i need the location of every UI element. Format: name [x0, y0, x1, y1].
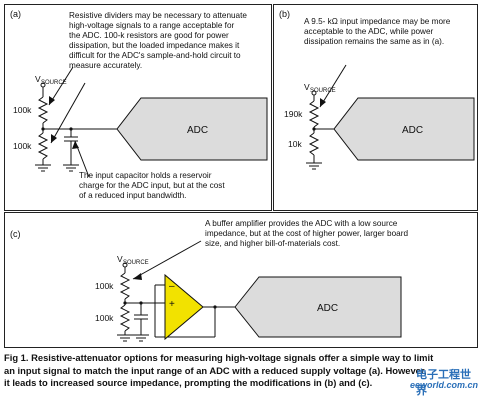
resistor-label-bottom: 100k	[13, 141, 32, 151]
panel-b-label: (b)	[279, 9, 290, 19]
source-label-sub: SOURCE	[310, 88, 336, 94]
resistor-label-bottom: 100k	[95, 313, 114, 323]
adc-label: ADC	[187, 125, 208, 136]
panel-c: (c) A buffer amplifier provides the ADC …	[4, 212, 478, 348]
panel-a-label: (a)	[10, 9, 21, 19]
resistor-label-bottom: 10k	[288, 139, 302, 149]
ground-icon	[63, 164, 79, 172]
source-label: V	[117, 254, 123, 264]
panel-b: (b) A 9.5- kΩ input impedance may be mor…	[273, 4, 478, 211]
ground-icon	[117, 334, 133, 342]
ground-icon	[133, 334, 149, 342]
adc-block	[333, 97, 475, 161]
resistor-label-top: 100k	[95, 281, 114, 291]
figure-caption: Fig 1. Resistive-attenuator options for …	[4, 352, 434, 388]
adc-block	[234, 276, 402, 338]
ground-icon	[35, 164, 51, 172]
panel-b-circuit: V SOURCE 190k 10k ADC	[284, 64, 475, 170]
watermark-logo: 电子工程世界	[416, 369, 471, 397]
amp-plus-label: +	[169, 299, 175, 310]
ground-icon	[306, 162, 322, 170]
source-label-sub: SOURCE	[123, 260, 149, 266]
resistor-label-top: 100k	[13, 105, 32, 115]
resistor-label-top: 190k	[284, 109, 303, 119]
panel-c-circuit: – + V SOURCE 100k 100k ADC	[95, 240, 402, 342]
panel-a-note-bottom: The input capacitor holds a reservoir ch…	[79, 171, 225, 200]
source-label: V	[35, 74, 41, 84]
source-label: V	[304, 82, 310, 92]
watermark-site: eeworld.com.cn	[410, 380, 479, 390]
adc-label: ADC	[317, 303, 338, 314]
panel-c-note: A buffer amplifier provides the ADC with…	[205, 219, 408, 248]
panel-a-circuit: V SOURCE 100k 100k ADC	[13, 66, 268, 178]
buffer-amplifier	[164, 273, 204, 341]
panel-a-note-top: Resistive dividers may be necessary to a…	[69, 11, 247, 70]
panel-b-note: A 9.5- kΩ input impedance may be more ac…	[304, 17, 451, 46]
adc-block	[116, 97, 268, 161]
adc-label: ADC	[402, 125, 423, 136]
panel-a: (a) Resistive dividers may be necessary …	[4, 4, 272, 211]
source-label-sub: SOURCE	[41, 80, 67, 86]
panel-c-label: (c)	[10, 229, 21, 239]
amp-minus-label: –	[169, 281, 175, 292]
